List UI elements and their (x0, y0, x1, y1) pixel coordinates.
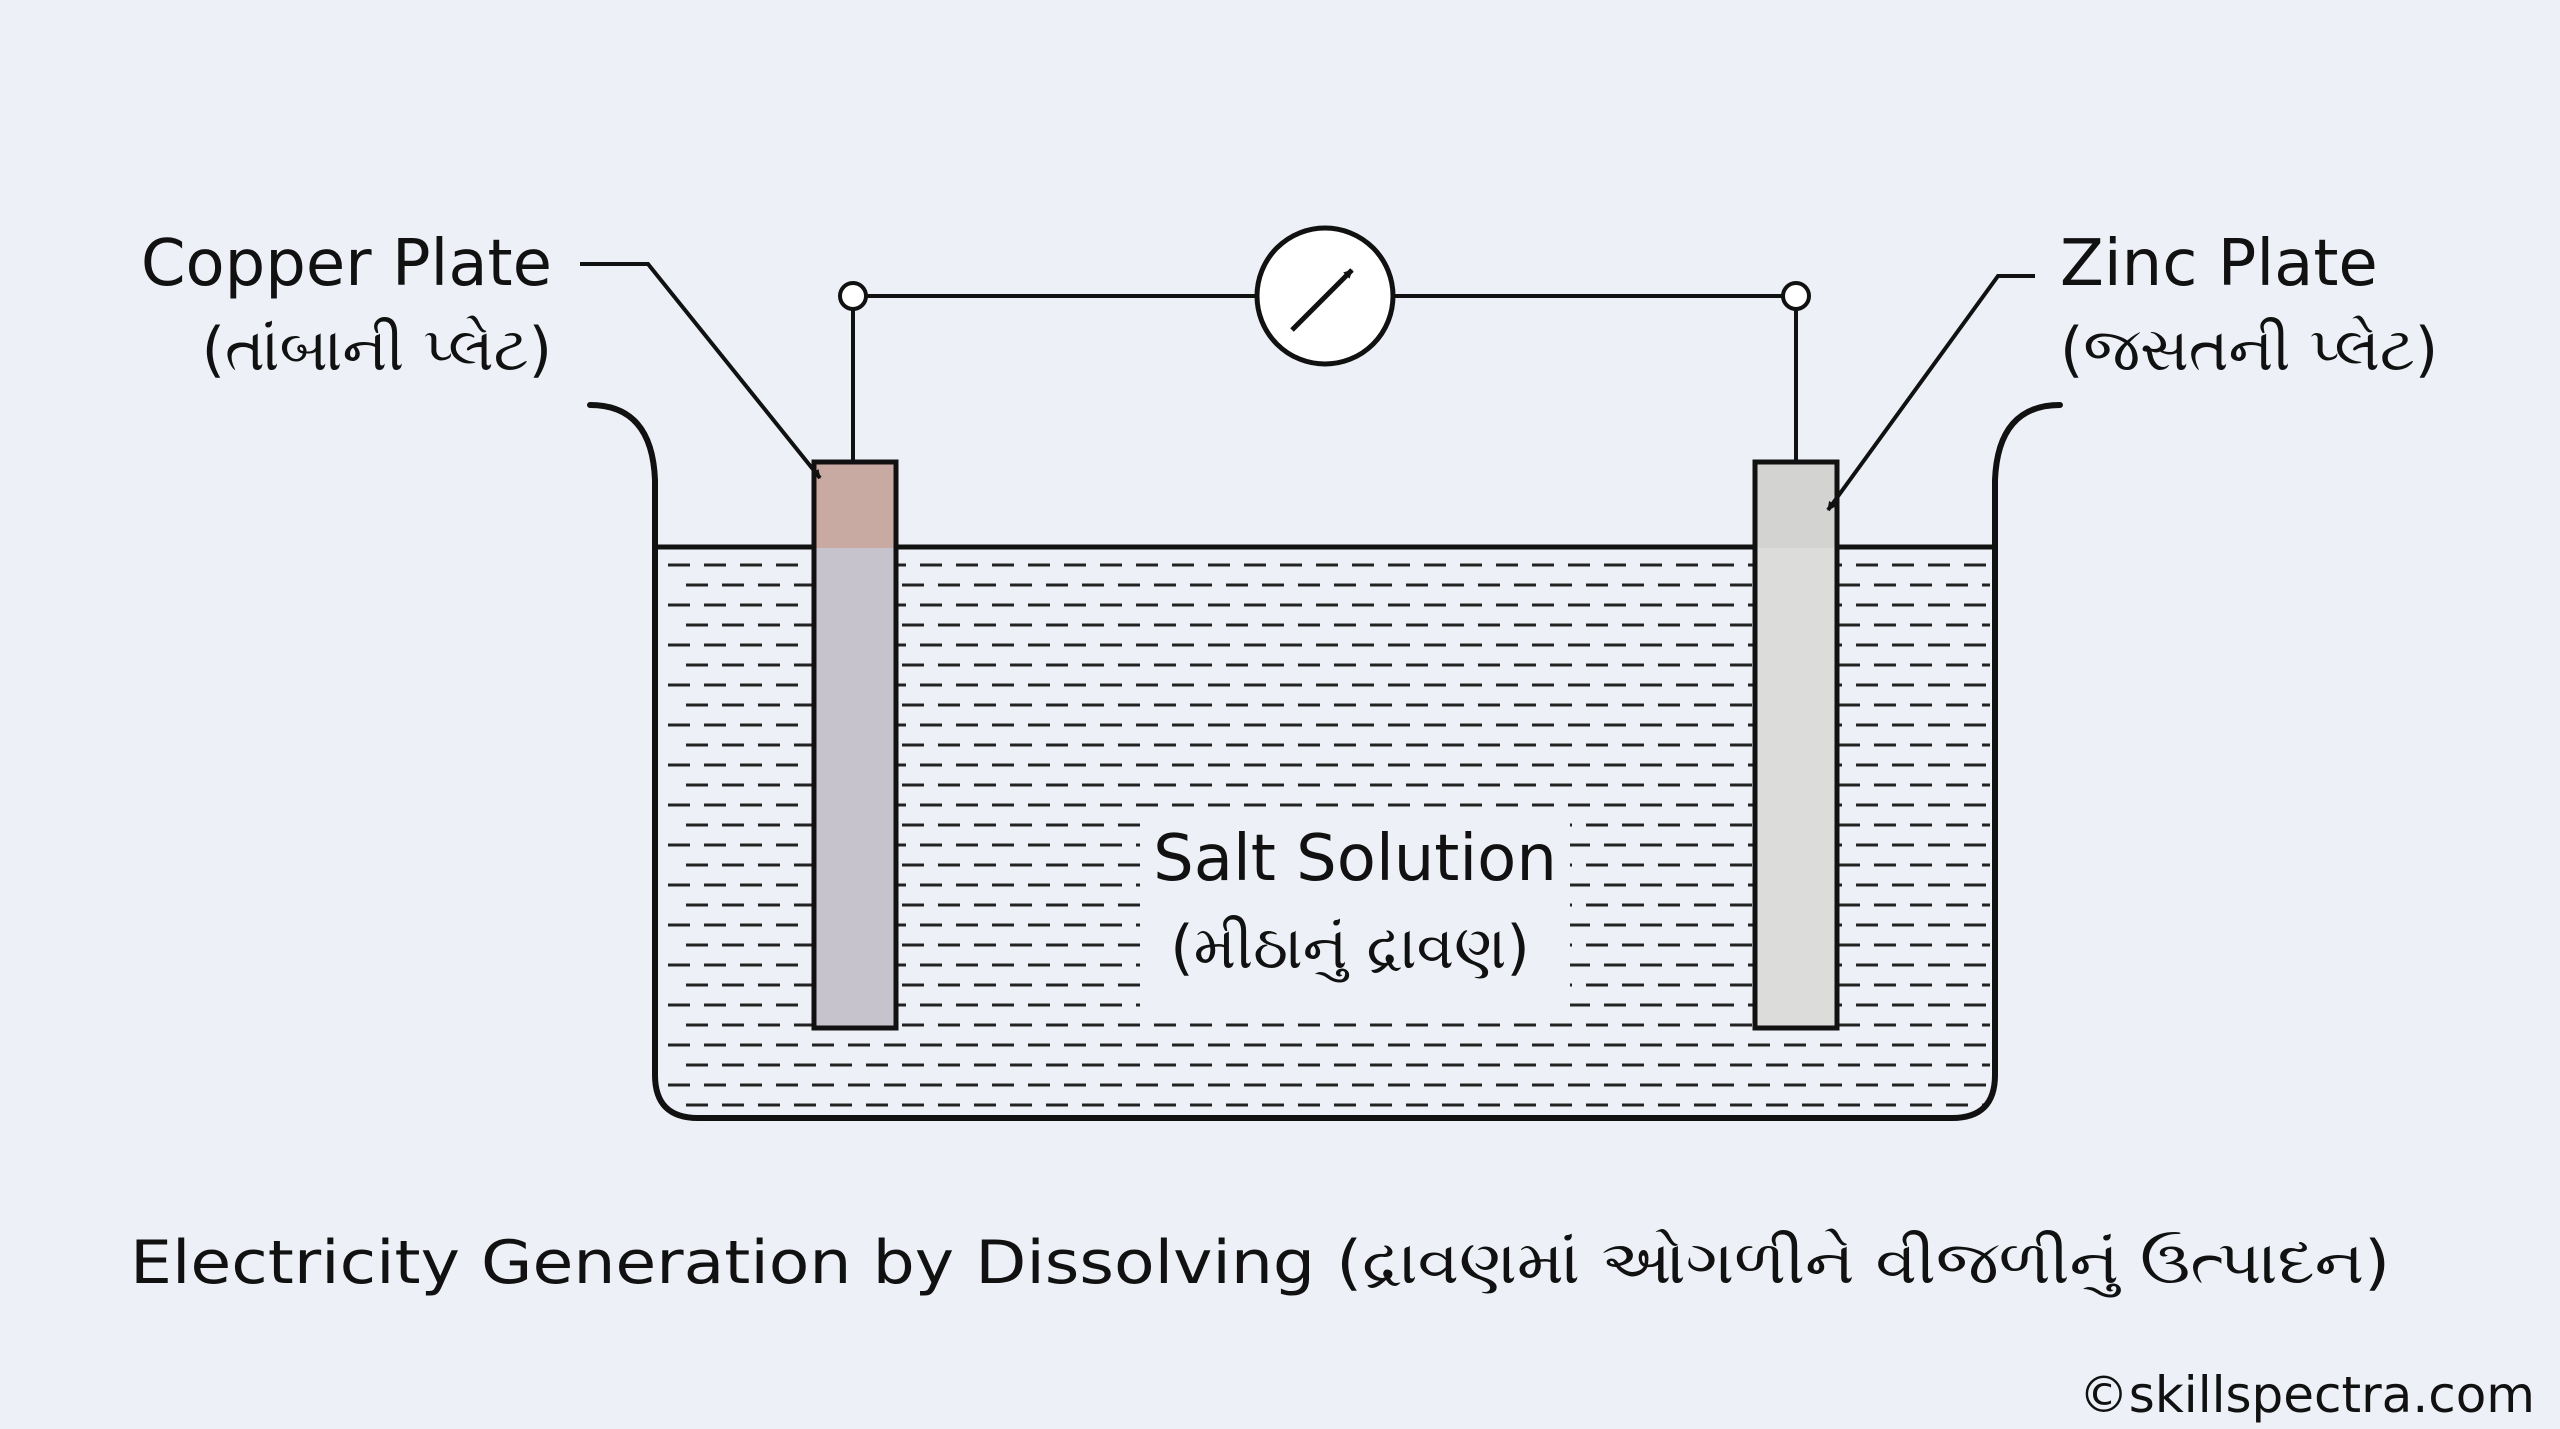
right-terminal (1781, 281, 1811, 311)
galvanometer-icon (1254, 225, 1396, 367)
zinc-plate-label-gujarati: (જસતની પ્લેટ) (2060, 315, 2438, 385)
beaker-outline (587, 402, 2063, 1121)
zinc-plate (1752, 459, 1840, 1031)
zinc-plate-label: Zinc Plate (2060, 227, 2378, 301)
zinc-label-arrow (1826, 274, 2035, 512)
salt-solution-label-gujarati: (મીઠાનું દ્રાવણ) (1170, 913, 1530, 983)
solution-label-backdrop (1140, 808, 1570, 1008)
copper-plate (811, 459, 899, 1031)
copper-plate-label-gujarati: (તાંબાની પ્લેટ) (202, 315, 552, 385)
copper-plate-label: Copper Plate (141, 227, 552, 301)
salt-solution-label: Salt Solution (1153, 822, 1557, 896)
diagram-caption: Electricity Generation by Dissolving (દ્… (130, 1228, 2390, 1298)
circuit-wire (851, 294, 1798, 462)
copper-label-arrow (580, 262, 822, 480)
left-terminal (838, 281, 868, 311)
watermark: ©skillspectra.com (2079, 1366, 2535, 1424)
